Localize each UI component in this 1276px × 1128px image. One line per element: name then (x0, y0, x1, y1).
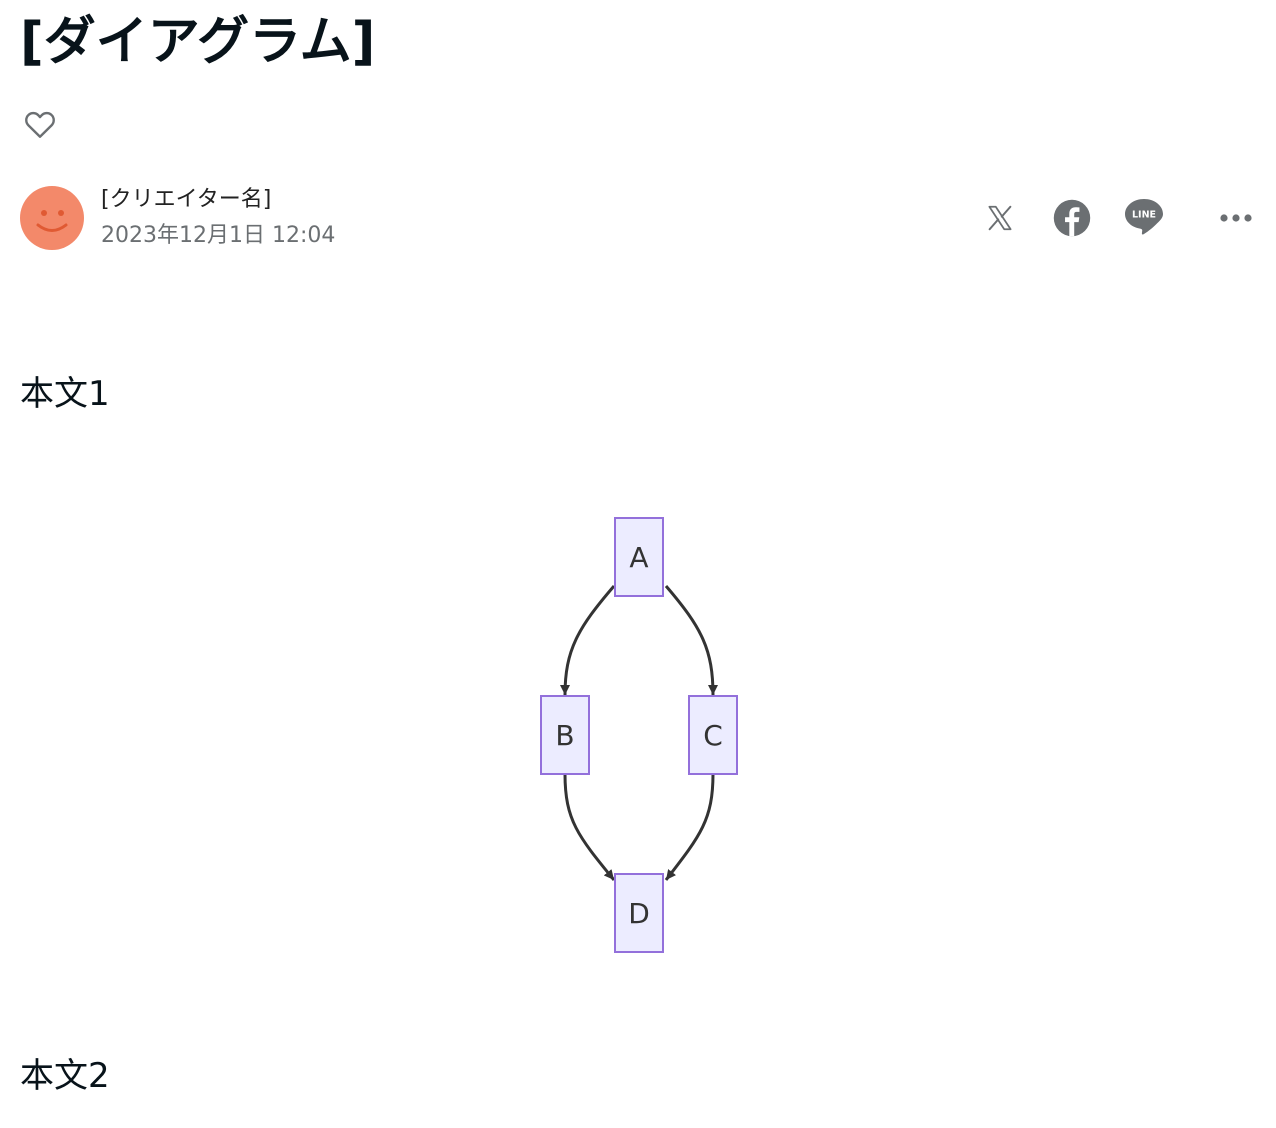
diagram-node-a: A (614, 517, 664, 597)
x-icon (988, 205, 1012, 231)
share-facebook-button[interactable] (1050, 196, 1094, 240)
creator-name[interactable]: [クリエイター名] (101, 187, 272, 212)
line-icon-text: LINE (1132, 210, 1156, 221)
article-title: [ダイアグラム] (20, 12, 376, 72)
body-paragraph-1: 本文1 (20, 374, 110, 414)
line-icon: LINE (1125, 199, 1163, 235)
edge-a-b (560, 585, 616, 696)
edge-b-d (563, 773, 616, 881)
more-horizontal-icon (1220, 214, 1252, 222)
flowchart-edges (560, 585, 718, 881)
diagram-node-d: D (614, 873, 664, 953)
diagram-node-b: B (540, 695, 590, 775)
post-date: 2023年12月1日 12:04 (101, 223, 336, 248)
diagram-node-c: C (688, 695, 738, 775)
smiley-face-icon (36, 210, 68, 232)
edge-a-c (664, 585, 718, 696)
share-line-button[interactable]: LINE (1122, 196, 1166, 240)
creator-avatar[interactable] (20, 186, 84, 250)
heart-outline-icon (25, 111, 55, 138)
share-x-button[interactable] (978, 196, 1022, 240)
body-paragraph-2: 本文2 (20, 1056, 110, 1096)
facebook-icon (1053, 199, 1091, 237)
edge-c-d (664, 773, 715, 881)
more-options-button[interactable] (1214, 196, 1258, 240)
flowchart-diagram: A B C D (520, 500, 760, 970)
like-button[interactable] (20, 104, 60, 144)
